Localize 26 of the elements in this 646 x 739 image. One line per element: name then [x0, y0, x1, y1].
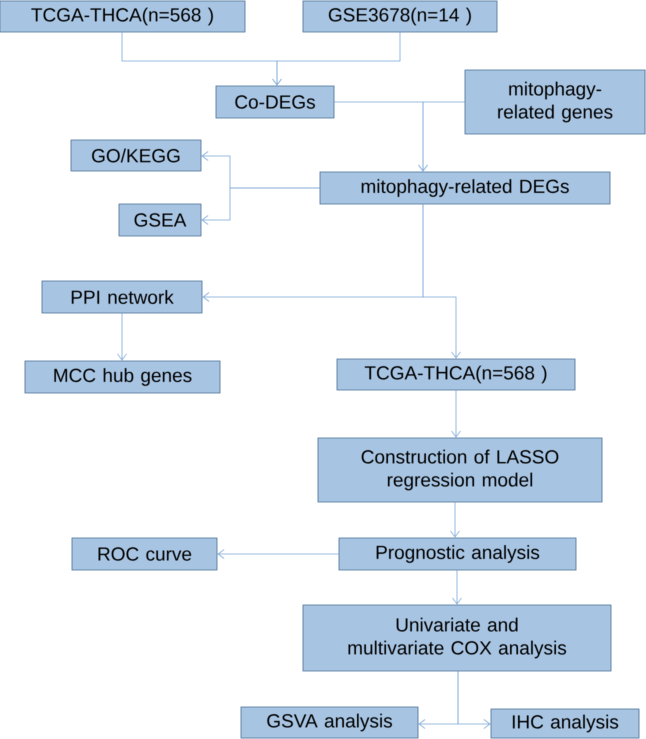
arrow	[217, 549, 339, 559]
process-box: mitophagy-related DEGs	[320, 172, 610, 204]
arrow	[418, 102, 465, 172]
arrow	[451, 390, 461, 438]
process-box: GSE3678(n=14 )	[302, 0, 498, 32]
process-box: IHC analysis	[490, 708, 640, 738]
process-box: mitophagy-related genes	[464, 70, 646, 134]
arrow	[422, 204, 461, 359]
process-box: Prognostic analysis	[338, 538, 576, 570]
process-box: TCGA-THCA(n=568 )	[0, 0, 246, 32]
arrow	[272, 32, 400, 86]
process-box: ROC curve	[72, 538, 218, 570]
arrow	[458, 671, 491, 729]
arrow	[450, 502, 460, 538]
process-box: GO/KEGG	[70, 140, 202, 172]
process-box: Co-DEGs	[216, 86, 334, 118]
process-box: TCGA-THCA(n=568 )	[336, 358, 576, 390]
process-box: MCC hub genes	[24, 360, 220, 394]
process-box: GSEA	[118, 204, 202, 236]
arrow	[117, 313, 127, 361]
process-box: PPI network	[42, 280, 202, 314]
process-box: GSVA analysis	[240, 706, 418, 738]
arrow	[452, 570, 462, 605]
process-box: Univariate and multivariate COX analysis	[302, 604, 612, 672]
process-box: Construction of LASSO regression model	[318, 438, 602, 502]
arrow	[201, 188, 320, 225]
